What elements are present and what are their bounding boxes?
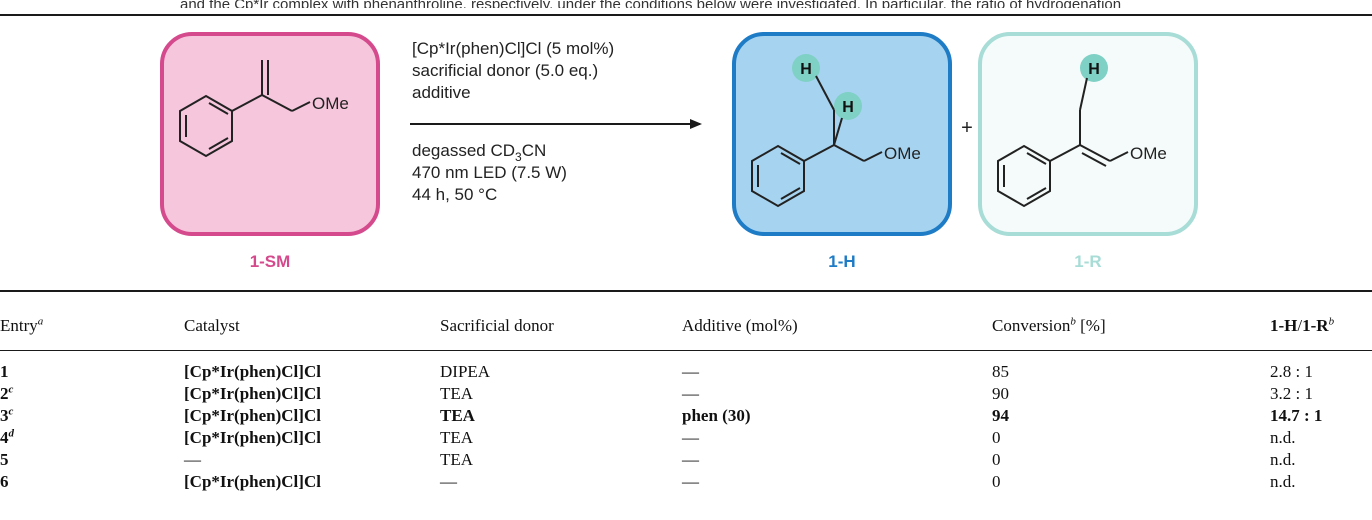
cell-additive: — — [682, 384, 699, 403]
cell-conversion: 85 — [992, 362, 1009, 381]
conditions-line-2: sacrificial donor (5.0 eq.) — [412, 61, 598, 80]
cell-catalyst: [Cp*Ir(phen)Cl]Cl — [184, 384, 321, 403]
cell-entry: 4d — [0, 427, 14, 447]
cell-donor: TEA — [440, 450, 474, 469]
table-top-rule — [0, 290, 1372, 292]
cell-catalyst: [Cp*Ir(phen)Cl]Cl — [184, 472, 321, 491]
table-header-rule — [0, 350, 1372, 351]
h-bubble-3 — [1080, 54, 1108, 82]
cell-catalyst: — — [184, 450, 201, 469]
r-product-molecule — [997, 77, 1129, 208]
cell-conversion: 90 — [992, 384, 1009, 403]
conditions-line-4: degassed CD3CN — [412, 141, 546, 164]
cell-conversion: 94 — [992, 406, 1009, 425]
cell-ratio: n.d. — [1270, 472, 1296, 491]
h-product-molecule — [751, 75, 883, 208]
cell-entry: 1 — [0, 362, 9, 381]
h-bubble-2 — [834, 92, 862, 120]
header-catalyst: Catalyst — [184, 316, 240, 335]
sm-molecule — [179, 60, 311, 158]
cell-ratio: 2.8 : 1 — [1270, 362, 1313, 381]
cell-donor: TEA — [440, 428, 474, 447]
h-product-box — [732, 32, 952, 236]
cell-additive: — — [682, 362, 699, 381]
plus-sign: + — [961, 117, 973, 139]
table-header-row: Entrya Catalyst Sacrificial donor Additi… — [0, 316, 1372, 340]
h-atom-label-2: H — [842, 99, 854, 116]
cell-catalyst: [Cp*Ir(phen)Cl]Cl — [184, 406, 321, 425]
conditions-line-1: [Cp*Ir(phen)Cl]Cl (5 mol%) — [412, 39, 614, 58]
header-donor: Sacrificial donor — [440, 316, 554, 335]
top-rule — [0, 14, 1372, 16]
cell-donor: — — [440, 472, 457, 491]
reaction-scheme: OMe 1-SM [Cp*Ir(phen)Cl]Cl (5 mol%) sacr… — [160, 32, 1198, 271]
h-product-ome-label: OMe — [884, 144, 921, 163]
r-product-compound-label: 1-R — [1074, 252, 1101, 271]
h-atom-label-1: H — [800, 61, 812, 78]
cell-ratio: n.d. — [1270, 450, 1296, 469]
table-row: 4d [Cp*Ir(phen)Cl]Cl TEA — 0 n.d. — [0, 428, 1372, 448]
cell-ratio: n.d. — [1270, 428, 1296, 447]
cell-entry: 2c — [0, 383, 14, 403]
cell-additive: — — [682, 472, 699, 491]
table-row: 1 [Cp*Ir(phen)Cl]Cl DIPEA — 85 2.8 : 1 — [0, 362, 1372, 382]
table-row: 6 [Cp*Ir(phen)Cl]Cl — — 0 n.d. — [0, 472, 1372, 492]
header-conversion: Conversionb [%] — [992, 315, 1106, 335]
conditions-line-6: 44 h, 50 °C — [412, 185, 497, 204]
table-row: 5 — TEA — 0 n.d. — [0, 450, 1372, 470]
r-product-box — [978, 32, 1198, 236]
conditions-line-3: additive — [412, 83, 471, 102]
cell-catalyst: [Cp*Ir(phen)Cl]Cl — [184, 428, 321, 447]
cell-conversion: 0 — [992, 428, 1001, 447]
cell-additive: phen (30) — [682, 406, 751, 425]
table-row: 3c [Cp*Ir(phen)Cl]Cl TEA phen (30) 94 14.7 : … — [0, 406, 1372, 426]
cell-donor: TEA — [440, 406, 475, 425]
h-atom-label-3: H — [1088, 61, 1100, 78]
cell-conversion: 0 — [992, 450, 1001, 469]
cell-donor: DIPEA — [440, 362, 491, 381]
cell-catalyst: [Cp*Ir(phen)Cl]Cl — [184, 362, 321, 381]
clipped-body-text: and the Cp*Ir complex with phenanthrolin… — [180, 0, 1121, 8]
cell-entry: 6 — [0, 472, 9, 491]
sm-compound-label: 1-SM — [250, 252, 291, 271]
sm-ome-label: OMe — [312, 94, 349, 113]
h-bubble-1 — [792, 54, 820, 82]
cell-ratio: 3.2 : 1 — [1270, 384, 1313, 403]
conditions-line-5: 470 nm LED (7.5 W) — [412, 163, 567, 182]
h-product-compound-label: 1-H — [828, 252, 855, 271]
header-entry: Entrya — [0, 315, 44, 335]
cell-conversion: 0 — [992, 472, 1001, 491]
cell-ratio: 14.7 : 1 — [1270, 406, 1323, 425]
sm-box — [160, 32, 380, 236]
cell-additive: — — [682, 450, 699, 469]
cell-additive: — — [682, 428, 699, 447]
r-product-ome-label: OMe — [1130, 144, 1167, 163]
cell-donor: TEA — [440, 384, 474, 403]
header-additive: Additive (mol%) — [682, 316, 798, 335]
header-ratio: 1-H/1-Rb — [1270, 315, 1335, 335]
cell-entry: 3c — [0, 405, 14, 425]
table-row: 2c [Cp*Ir(phen)Cl]Cl TEA — 90 3.2 : 1 — [0, 384, 1372, 404]
cell-entry: 5 — [0, 450, 9, 469]
